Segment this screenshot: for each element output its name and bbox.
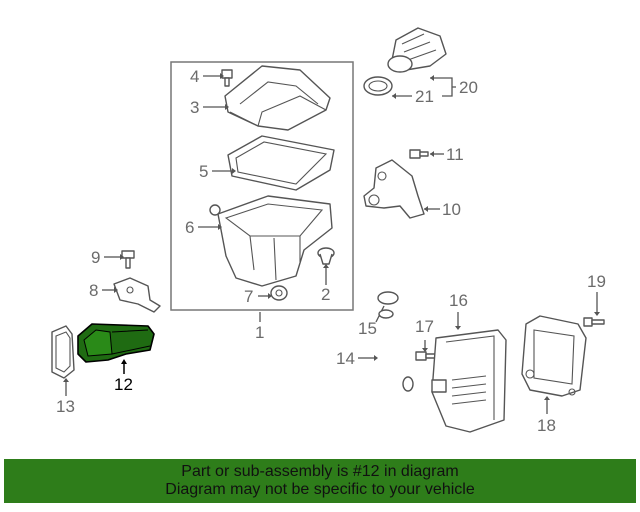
callout-4: 4 — [190, 67, 199, 86]
part-2-grommet[interactable] — [317, 247, 335, 285]
callout-7: 7 — [244, 287, 253, 306]
part-11-bolt[interactable] — [409, 149, 444, 159]
callout-12: 12 — [114, 375, 133, 394]
part-14-hose[interactable] — [358, 309, 414, 392]
info-banner: Part or sub-assembly is #12 in diagram D… — [4, 459, 636, 503]
callout-11: 11 — [446, 145, 464, 164]
part-10-sensor[interactable] — [363, 159, 440, 219]
part-13-gasket[interactable] — [51, 325, 75, 396]
callout-1: 1 — [255, 323, 264, 342]
assembly-frame — [170, 61, 354, 311]
part-6-housing[interactable] — [198, 195, 333, 287]
part-5-filter[interactable] — [212, 135, 335, 191]
callout-10: 10 — [442, 200, 461, 219]
callout-20: 20 — [459, 78, 478, 97]
callout-15: 15 — [358, 319, 377, 338]
callout-3: 3 — [190, 98, 199, 117]
callout-17: 17 — [415, 317, 434, 336]
part-12-duct-highlighted[interactable] — [77, 323, 155, 374]
part-19-bolt[interactable] — [583, 292, 605, 327]
part-21-clamp[interactable] — [363, 76, 412, 99]
part-18-bracket[interactable] — [521, 315, 587, 414]
callout-14: 14 — [336, 349, 355, 368]
callout-19: 19 — [587, 272, 606, 291]
part-16-ecu[interactable] — [431, 312, 507, 433]
banner-line-1: Part or sub-assembly is #12 in diagram — [181, 463, 459, 480]
part-3-cover[interactable] — [203, 65, 331, 131]
part-17-bolt[interactable] — [415, 340, 437, 361]
callout-6: 6 — [185, 218, 194, 237]
banner-line-2: Diagram may not be specific to your vehi… — [165, 481, 475, 498]
callout-18: 18 — [537, 416, 556, 435]
callout-bracket-20-21 — [430, 75, 456, 97]
part-20-intake-tube[interactable] — [387, 27, 447, 73]
callout-13: 13 — [56, 397, 75, 416]
callout-21: 21 — [415, 87, 434, 106]
callout-9: 9 — [91, 248, 100, 267]
callout-16: 16 — [449, 291, 468, 310]
callout-5: 5 — [199, 162, 208, 181]
callout-8: 8 — [89, 281, 98, 300]
part-9-bolt[interactable] — [104, 250, 135, 269]
part-8-bracket[interactable] — [102, 277, 161, 313]
callout-2: 2 — [321, 285, 330, 304]
part-7-grommet[interactable] — [258, 285, 288, 301]
part-4-bolt[interactable] — [203, 69, 233, 87]
